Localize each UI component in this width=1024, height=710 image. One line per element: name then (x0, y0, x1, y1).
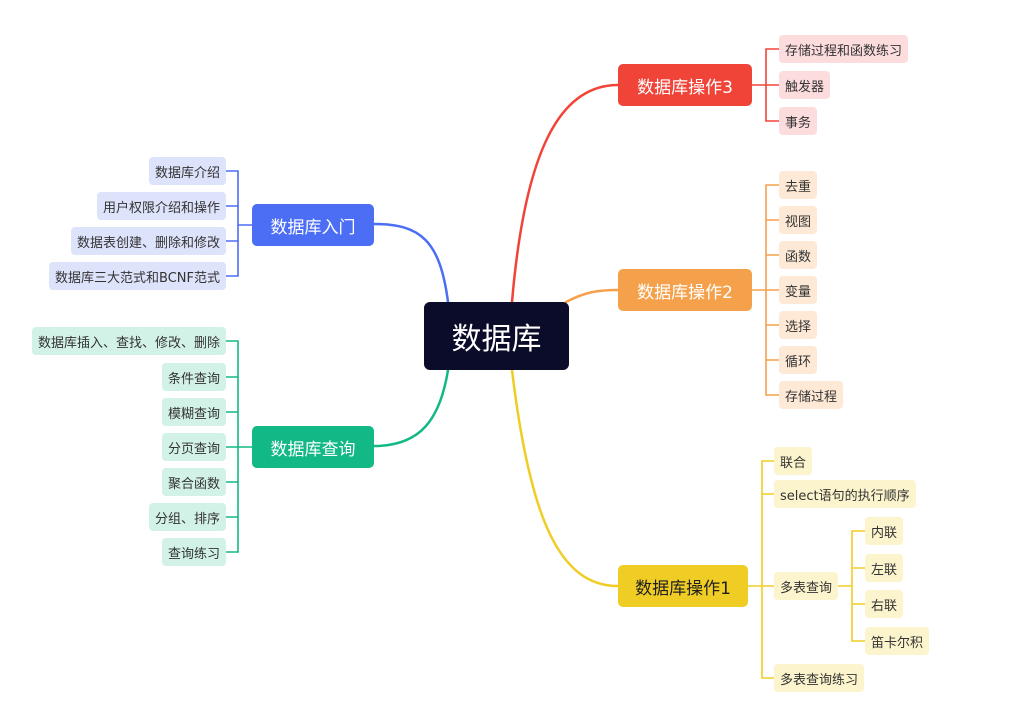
query-leaf[interactable]: 查询练习 (162, 538, 227, 566)
op1-leaf[interactable]: 多表查询练习 (774, 664, 865, 692)
op2-leaf[interactable]: 循环 (779, 346, 818, 374)
op2-leaf[interactable]: 选择 (779, 311, 818, 339)
op1-leaf[interactable]: select语句的执行顺序 (774, 480, 916, 508)
connector-line (372, 222, 450, 304)
op3-leaf[interactable]: 触发器 (779, 71, 831, 99)
connector-line (564, 288, 620, 304)
query-leaf[interactable]: 模糊查询 (162, 398, 227, 426)
op1-leaf-multi-table[interactable]: 多表查询 (774, 572, 839, 600)
op2-leaf[interactable]: 视图 (779, 206, 818, 234)
branch-op2-node[interactable]: 数据库操作2 (618, 269, 752, 311)
intro-leaf[interactable]: 数据表创建、删除和修改 (71, 227, 227, 255)
intro-leaf[interactable]: 数据库三大范式和BCNF范式 (49, 262, 226, 290)
branch-op3-node[interactable]: 数据库操作3 (618, 64, 752, 106)
join-leaf[interactable]: 左联 (865, 554, 904, 582)
op2-leaf[interactable]: 去重 (779, 171, 818, 199)
connector-line (372, 368, 450, 448)
op3-leaf[interactable]: 存储过程和函数练习 (779, 35, 909, 63)
query-leaf[interactable]: 条件查询 (162, 363, 227, 391)
op2-leaf[interactable]: 存储过程 (779, 381, 844, 409)
op2-leaf[interactable]: 函数 (779, 241, 818, 269)
query-leaf[interactable]: 分页查询 (162, 433, 227, 461)
join-leaf[interactable]: 右联 (865, 590, 904, 618)
join-leaf[interactable]: 内联 (865, 517, 904, 545)
query-leaf[interactable]: 数据库插入、查找、修改、删除 (32, 327, 227, 355)
root-node[interactable]: 数据库 (424, 302, 569, 370)
connector-line (510, 368, 620, 588)
branch-query-node[interactable]: 数据库查询 (252, 426, 374, 468)
op3-leaf[interactable]: 事务 (779, 107, 818, 135)
intro-leaf[interactable]: 用户权限介绍和操作 (97, 192, 227, 220)
op2-leaf[interactable]: 变量 (779, 276, 818, 304)
branch-op1-node[interactable]: 数据库操作1 (618, 565, 748, 607)
connector-line (510, 83, 620, 304)
query-leaf[interactable]: 聚合函数 (162, 468, 227, 496)
op1-leaf[interactable]: 联合 (774, 447, 813, 475)
branch-intro-node[interactable]: 数据库入门 (252, 204, 374, 246)
query-leaf[interactable]: 分组、排序 (149, 503, 227, 531)
intro-leaf[interactable]: 数据库介绍 (149, 157, 227, 185)
join-leaf[interactable]: 笛卡尔积 (865, 627, 930, 655)
